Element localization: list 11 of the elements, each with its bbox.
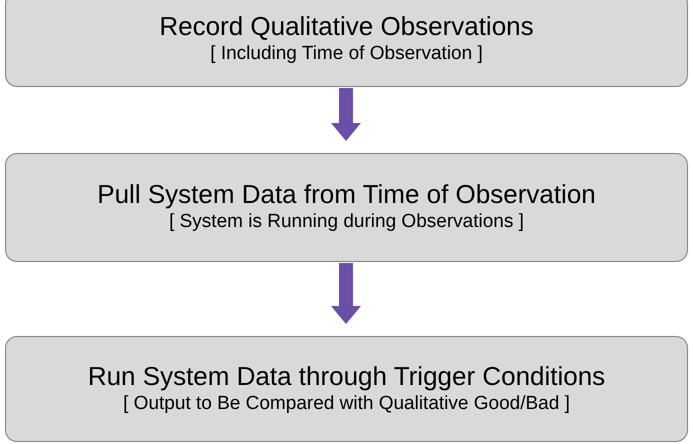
- step-title: Run System Data through Trigger Conditions: [88, 362, 606, 392]
- process-box: [5, 0, 688, 87]
- arrow: [331, 263, 361, 324]
- step-title: Record Qualitative Observations: [159, 12, 534, 42]
- step-note: [ Including Time of Observation ]: [210, 42, 483, 66]
- step-title: Pull System Data from Time of Observation: [97, 180, 596, 210]
- step-note: [ System is Running during Observations ]: [169, 210, 524, 234]
- step-note: [ Output to Be Compared with Qualitative Good/Bad ]: [123, 392, 570, 416]
- process-box: [5, 153, 688, 262]
- arrow: [331, 88, 361, 141]
- process-box: [5, 336, 688, 442]
